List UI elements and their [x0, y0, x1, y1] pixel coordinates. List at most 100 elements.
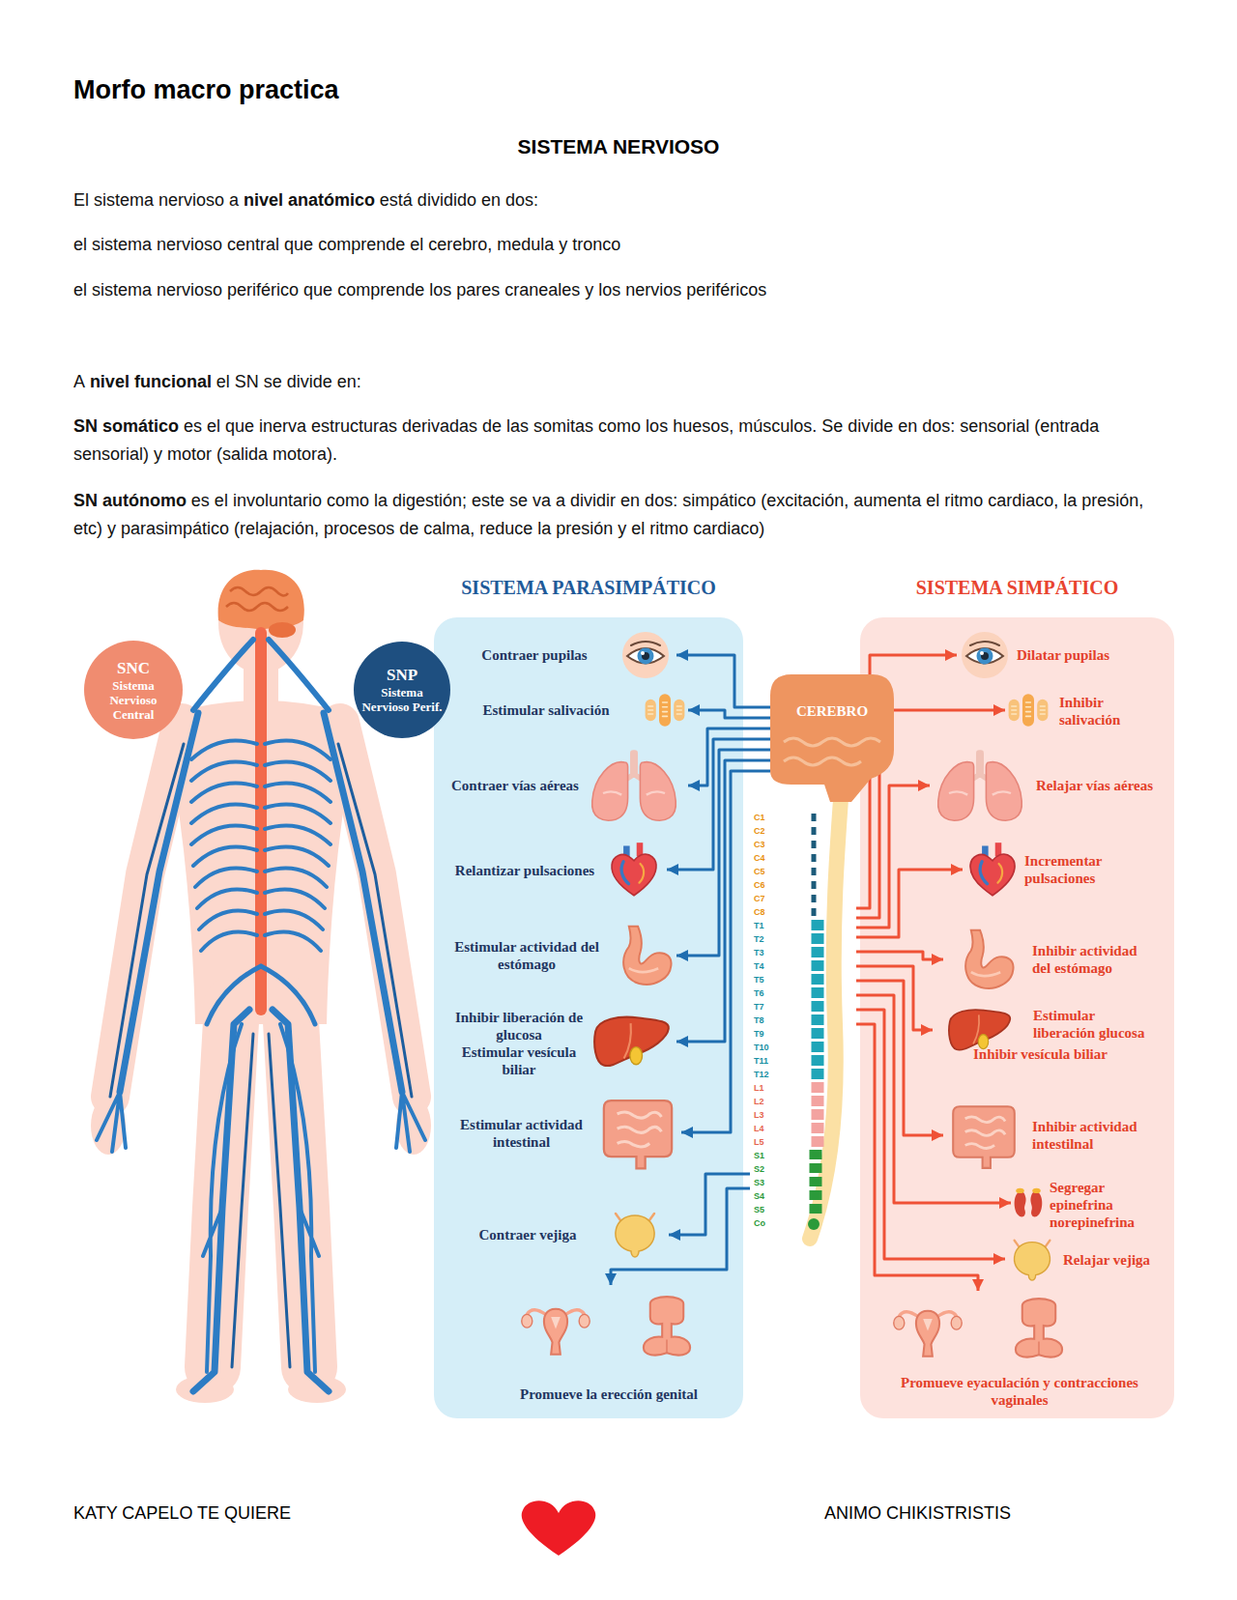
organ-icon	[970, 842, 1015, 896]
bold-term: SN somático	[73, 416, 179, 436]
human-figure	[226, 587, 288, 611]
effect-text: Inhibir actividad del estómago	[1032, 942, 1156, 978]
brain-label: CEREBRO	[770, 703, 894, 720]
body-text: es el involuntario como la digestión; es…	[73, 490, 1144, 539]
human-figure	[96, 1092, 426, 1152]
organ-icon	[521, 1309, 590, 1355]
effect-label: Relantizar pulsaciones	[446, 836, 667, 905]
snp-circle: SNPSistema Nervioso Perif.	[353, 641, 451, 739]
effect-text: Relantizar pulsaciones	[450, 862, 600, 880]
segment-label: T4	[753, 959, 781, 974]
body-text: es el que inerva estructuras derivadas d…	[73, 416, 1099, 464]
effect-text: Estimular vesícula biliar	[450, 1043, 588, 1079]
sympathetic-panel: SISTEMA SIMPÁTICODilatar pupilasInhibir …	[860, 617, 1175, 1419]
segment-label: T7	[753, 1000, 781, 1014]
organ-icon	[615, 1213, 655, 1258]
effect-label: Estimular actividad del estómago	[446, 918, 677, 994]
nerve-pathway	[856, 869, 963, 938]
segment-label: T1	[753, 919, 781, 933]
organ-icon	[594, 1017, 669, 1066]
spinal-column	[809, 773, 843, 1239]
footer-text: KATY CAPELO TE QUIERE	[73, 1503, 480, 1525]
effect-label: Estimular salivación	[460, 690, 689, 731]
organ-icon	[592, 749, 677, 821]
brain-shape	[770, 674, 894, 803]
segment-label: C1	[753, 810, 781, 825]
footer-text: ANIMO CHIKISTRISTIS	[824, 1503, 1211, 1525]
segment-label: T3	[753, 946, 781, 960]
paragraph: el sistema nervioso central que comprend…	[73, 230, 1171, 259]
body-text: El sistema nervioso a	[73, 190, 239, 210]
brain-shape	[770, 674, 894, 803]
panel-background	[433, 617, 1175, 1419]
effect-text: Estimular salivación	[463, 701, 629, 720]
effect-text: Contraer vías aéreas	[450, 776, 580, 795]
brain-shape	[783, 738, 881, 766]
segment-label: Co	[753, 1216, 781, 1231]
circle-abbreviation: SNC	[91, 659, 175, 679]
circle-caption: Sistema Nervioso Central	[91, 678, 175, 722]
paragraph: SN somáticoes el que inerva estructuras …	[73, 412, 1171, 469]
segment-label: L3	[753, 1108, 781, 1122]
effect-label: Incrementar pulsaciones	[962, 836, 1160, 903]
segment-label: C4	[753, 851, 781, 865]
segment-label: T11	[753, 1054, 781, 1068]
human-figure	[191, 740, 331, 951]
effect-label: Contraer vejiga	[446, 1209, 669, 1261]
paragraph: el sistema nervioso periférico que compr…	[73, 276, 1171, 305]
effect-label: Estimular actividad intestinal	[446, 1087, 682, 1180]
effect-text: Contraer vejiga	[450, 1226, 605, 1244]
effect-label: Promueve eyaculación y contracciones vag…	[874, 1291, 1165, 1413]
effect-text: Incrementar pulsaciones	[1024, 852, 1156, 888]
human-figure	[268, 622, 296, 638]
nerve-pathway	[856, 951, 944, 960]
effect-text: Segregar epinefrina norepinefrina	[1049, 1179, 1168, 1232]
organ-icon	[643, 1296, 691, 1355]
human-figure	[193, 1009, 329, 1392]
bold-term: SN autónomo	[73, 490, 187, 511]
segment-label: C8	[753, 905, 781, 920]
organ-icon	[938, 749, 1023, 821]
effect-text: Contraer pupilas	[463, 646, 605, 664]
segment-label: L5	[753, 1135, 781, 1150]
parasympathetic-panel: SISTEMA PARASIMPÁTICOContraer pupilasEst…	[433, 617, 744, 1419]
effect-text: Inhibir liberación de glucosa	[450, 1008, 588, 1044]
effect-text: Promueve eyaculación y contracciones vag…	[878, 1374, 1161, 1410]
effect-label: Inhibir actividad del estómago	[943, 920, 1160, 1000]
segment-label: C6	[753, 878, 781, 892]
spinal-column	[807, 1218, 820, 1231]
organ-icon	[1014, 1188, 1043, 1218]
organ-icon	[893, 1311, 962, 1357]
organ-icon	[1015, 1298, 1063, 1357]
panel-background	[860, 617, 1175, 1419]
circle-caption: Sistema Nervioso Perif.	[361, 685, 443, 715]
organ-icon	[949, 1009, 1010, 1051]
human-figure	[96, 639, 426, 1392]
nerve-pathway	[856, 1024, 979, 1292]
organ-icon	[611, 842, 657, 896]
effect-label: Promueve la erección genital	[502, 1285, 716, 1408]
effect-label: Inhibir liberación de glucosaEstimular v…	[446, 1000, 677, 1088]
segment-label: C5	[753, 864, 781, 879]
organ-icon	[645, 693, 686, 727]
segment-label: S5	[753, 1203, 781, 1217]
human-figure	[110, 744, 412, 1097]
effect-text: Estimular actividad intestinal	[450, 1116, 593, 1151]
human-figure	[202, 1024, 319, 1373]
organ-icon	[604, 1100, 672, 1169]
spinal-segments: C1C2C3C4C5C6C7C8T1T2T3T4T5T6T7T8T9T10T11…	[749, 806, 857, 1235]
segment-label: T9	[753, 1027, 781, 1041]
panel-background	[433, 617, 744, 1419]
body-text: el sistema nervioso periférico que compr…	[73, 280, 767, 300]
body-text: el SN se divide en:	[216, 372, 362, 392]
organ-icon	[965, 930, 1013, 989]
page-title: Morfo macro practica	[73, 75, 340, 106]
bold-term: nivel funcional	[89, 372, 212, 392]
human-figure	[119, 713, 403, 1093]
paragraph: SN autónomoes el involuntario como la di…	[73, 487, 1171, 544]
effect-label: Inhibir actividad intestilnal	[943, 1097, 1160, 1174]
organ-icon	[521, 632, 1063, 1358]
effect-label: Relajar vejiga	[1005, 1237, 1168, 1284]
effect-label: Relajar vías aéreas	[929, 744, 1160, 828]
